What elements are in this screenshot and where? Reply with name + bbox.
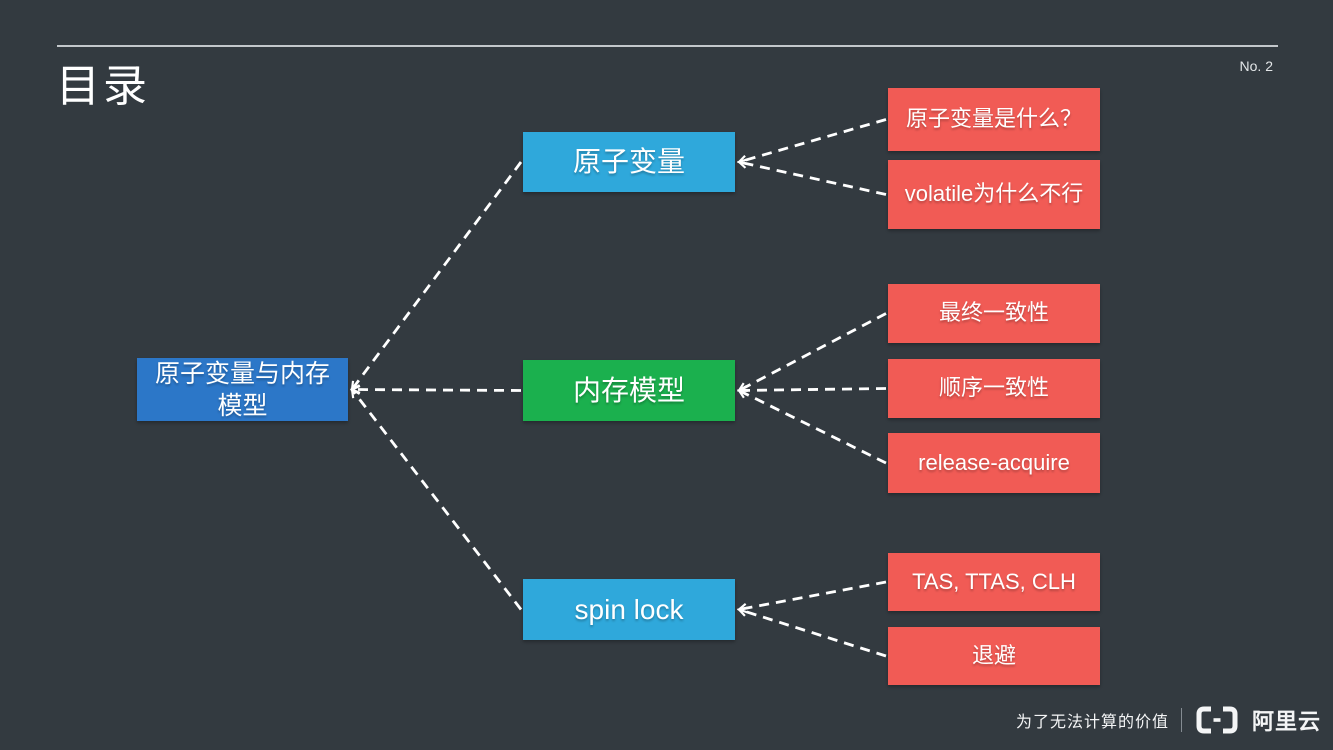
connector-line	[352, 390, 522, 391]
connector-line	[739, 162, 887, 196]
footer-brand-bar: 为了无法计算的价值 阿里云	[1016, 704, 1321, 736]
leaf-node-2-1: 退避	[888, 627, 1100, 685]
connector-line	[739, 610, 887, 658]
leaf-node-0-1-label: volatile为什么不行	[904, 181, 1084, 207]
branch-node-2: spin lock	[523, 579, 735, 640]
page-number: No. 2	[1239, 58, 1273, 74]
connector-line	[739, 118, 887, 163]
leaf-node-1-0-label: 最终一致性	[938, 300, 1049, 326]
connector-line	[739, 391, 887, 465]
root-node: 原子变量与内存模型	[137, 358, 348, 421]
root-node-label: 原子变量与内存模型	[154, 359, 330, 420]
connector-line	[739, 580, 887, 610]
leaf-node-1-2-label: release-acquire	[918, 449, 1070, 475]
footer-separator	[1180, 708, 1182, 732]
connector-line	[739, 312, 887, 391]
branch-node-1-label: 内存模型	[572, 374, 685, 406]
branch-node-1: 内存模型	[523, 360, 735, 421]
header-rule	[57, 45, 1278, 47]
connector-line	[352, 390, 523, 611]
leaf-node-1-1-label: 顺序一致性	[938, 375, 1049, 401]
connector-line	[352, 161, 523, 390]
branch-node-2-label: spin lock	[574, 593, 684, 625]
branch-node-0-label: 原子变量	[572, 146, 685, 178]
leaf-node-2-0: TAS, TTAS, CLH	[888, 553, 1100, 611]
leaf-node-0-0-label: 原子变量是什么？	[905, 106, 1082, 132]
alibaba-cloud-logo-icon	[1194, 705, 1240, 735]
leaf-node-1-2: release-acquire	[888, 433, 1100, 493]
branch-node-0: 原子变量	[523, 132, 735, 192]
leaf-node-1-0: 最终一致性	[888, 284, 1100, 343]
connector-line	[739, 389, 887, 391]
leaf-node-2-0-label: TAS, TTAS, CLH	[912, 568, 1076, 594]
leaf-node-1-1: 顺序一致性	[888, 359, 1100, 418]
leaf-node-2-1-label: 退避	[971, 642, 1016, 668]
leaf-node-0-1: volatile为什么不行	[888, 160, 1100, 229]
footer-tagline: 为了无法计算的价值	[1015, 714, 1169, 731]
page-title: 目录	[56, 62, 150, 111]
leaf-node-0-0: 原子变量是什么？	[888, 88, 1100, 151]
footer-brand-name: 阿里云	[1251, 709, 1321, 734]
